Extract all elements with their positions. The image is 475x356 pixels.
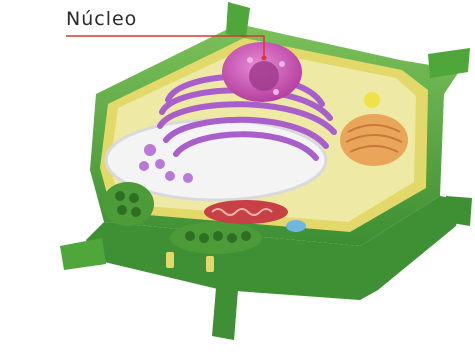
nucleus-label: Núcleo [66,8,137,30]
vesicle [286,220,306,232]
mitochondrion [204,200,288,224]
chloroplast-left [102,182,154,226]
golgi-apparatus [340,114,408,166]
chloroplast-bottom [170,222,262,254]
nucleus [222,42,302,102]
peroxisome [364,92,380,108]
